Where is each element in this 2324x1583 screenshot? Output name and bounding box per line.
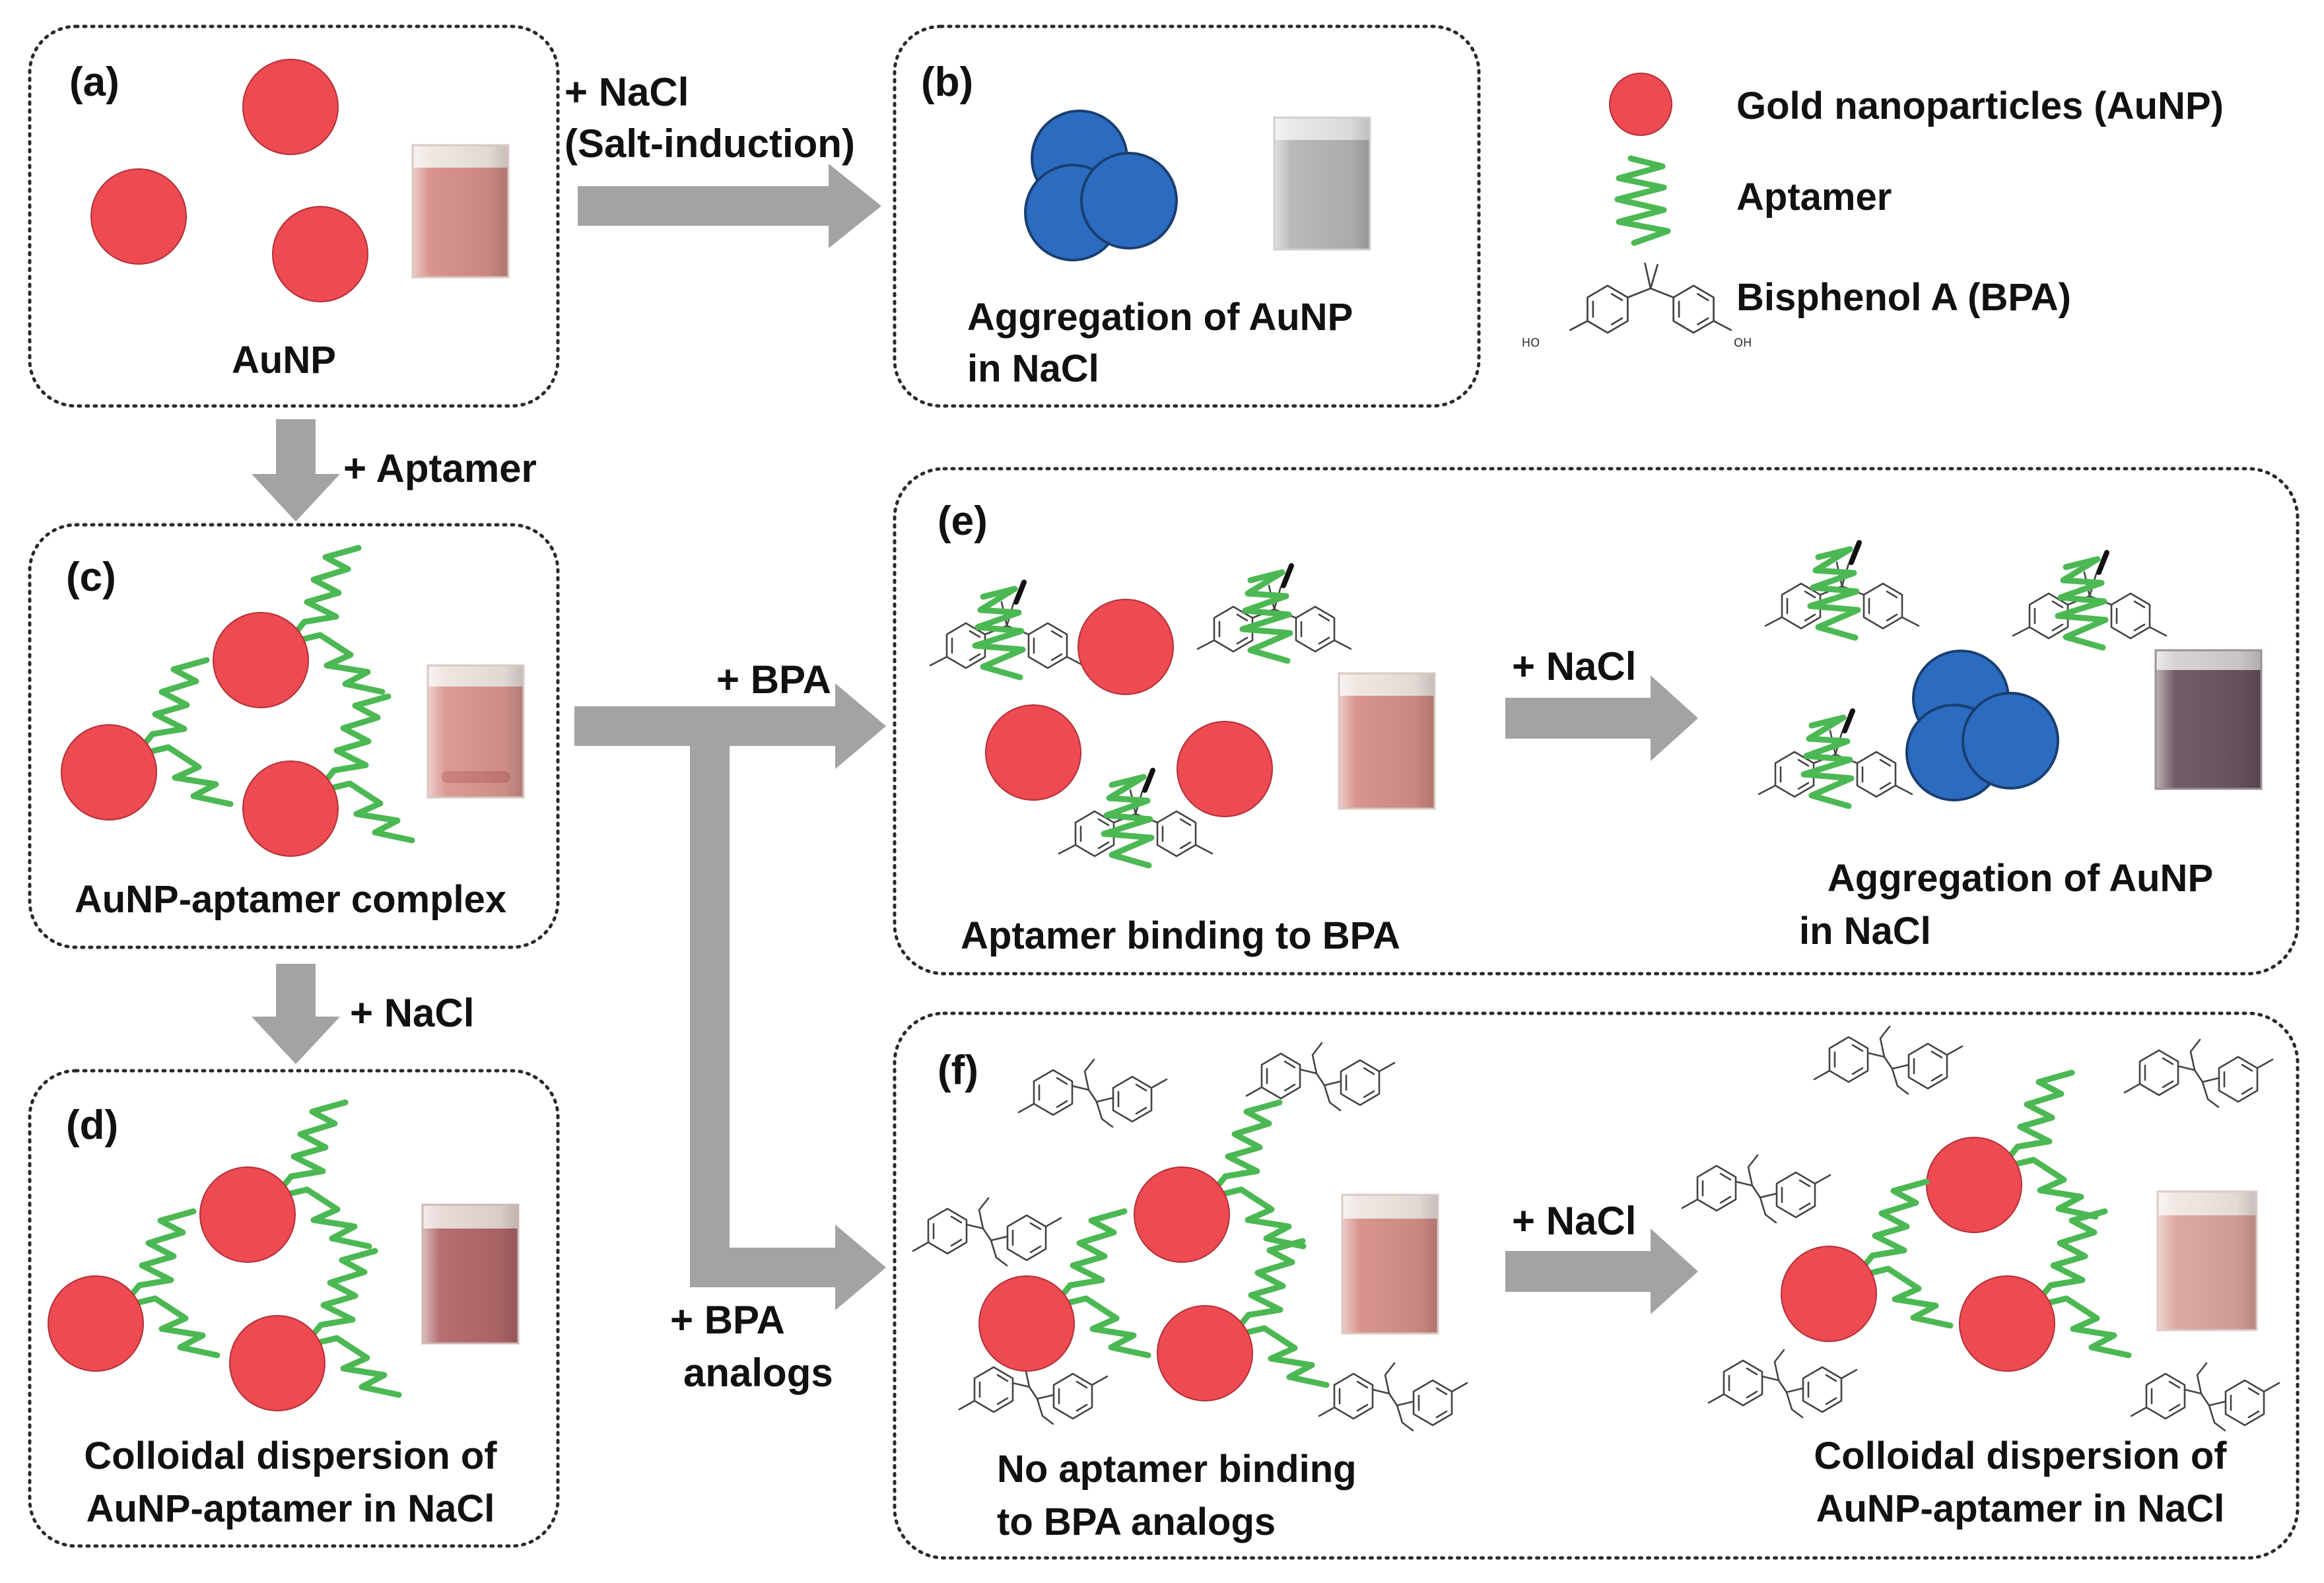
gold-nanoparticle-icon: [1609, 73, 1672, 136]
legend-label-aunp: Gold nanoparticles (AuNP): [1736, 84, 2224, 127]
arrow-c-to-d: [252, 964, 340, 1064]
panel-d-box: [28, 1069, 560, 1548]
bpa-analog-structure-icon: [1247, 1043, 1394, 1110]
aggregate-icon: [1905, 650, 2059, 801]
panel-b-caption-2: in NaCl: [967, 347, 1099, 390]
panel-e: (e) Aptamer binding to BPA Aggregation o…: [930, 498, 2263, 957]
svg-text:OH: OH: [1734, 336, 1752, 350]
arrow-a-to-b-label-2: (Salt-induction): [564, 121, 855, 166]
panel-f-box: [893, 1011, 2300, 1560]
bisphenol-a-structure-icon: HO OH: [1522, 263, 1752, 350]
panel-c-caption: AuNP-aptamer complex: [75, 878, 506, 921]
bpa-analog-structure-icon: [2125, 1040, 2273, 1107]
panel-b-letter: (b): [921, 59, 973, 105]
arrow-a-to-b: [578, 164, 881, 248]
panel-c: (c) AuNP-aptamer complex: [61, 548, 525, 921]
bpa-analog-structure-icon: [1709, 1350, 1857, 1417]
vial-red: [411, 144, 510, 279]
panel-a-caption: AuNP: [232, 339, 336, 382]
gold-nanoparticle-icon: [90, 168, 187, 265]
aunp-aptamer-icon: [48, 1211, 217, 1371]
aunp-aptamer-icon: [1134, 1102, 1303, 1262]
legend-label-aptamer: Aptamer: [1736, 176, 1892, 219]
panel-f-right-caption-2: AuNP-aptamer in NaCl: [1816, 1487, 2225, 1530]
arrow-c-to-f-label-2: analogs: [683, 1351, 833, 1395]
panel-a: (a) AuNP: [69, 59, 510, 382]
panel-f-left-caption-2: to BPA analogs: [997, 1500, 1276, 1543]
aunp-aptamer-icon: [1927, 1073, 2096, 1232]
bpa-analog-structure-icon: [913, 1198, 1061, 1265]
panel-e-arrow-label: + NaCl: [1512, 644, 1636, 689]
legend: Gold nanoparticles (AuNP) Aptamer HO OH …: [1522, 73, 2224, 350]
panel-c-box: [28, 523, 560, 949]
aunp-aptamer-icon: [230, 1251, 399, 1411]
panel-f: (f) No aptamer binding to BPA analogs: [913, 1027, 2279, 1543]
panel-e-right-caption-1: Aggregation of AuNP: [1828, 857, 2213, 900]
panel-a-box: [28, 24, 560, 408]
aptamer-bpa-complex-icon: [2013, 553, 2166, 648]
aunp-aptamer-icon: [200, 1102, 369, 1262]
legend-label-bpa: Bisphenol A (BPA): [1736, 276, 2071, 319]
panel-e-box: [893, 467, 2300, 976]
arrow-c-branch: [574, 683, 886, 1310]
aunp-aptamer-icon: [61, 660, 230, 820]
gold-nanoparticle-icon: [985, 704, 1081, 801]
panel-e-letter: (e): [938, 498, 988, 544]
panel-f-arrow-label: + NaCl: [1512, 1199, 1636, 1243]
panel-b-caption-1: Aggregation of AuNP: [967, 296, 1353, 339]
aunp-aptamer-icon: [979, 1211, 1148, 1371]
vial-purple: [2154, 649, 2263, 790]
vial-red: [421, 1203, 520, 1345]
panel-f-right-caption-1: Colloidal dispersion of: [1814, 1434, 2227, 1477]
bpa-analog-structure-icon: [1682, 1155, 1830, 1223]
arrow-a-to-b-label-1: + NaCl: [564, 70, 689, 114]
gold-nanoparticle-icon: [1177, 721, 1273, 817]
panel-d-caption-2: AuNP-aptamer in NaCl: [86, 1487, 495, 1530]
aunp-aptamer-icon: [1960, 1211, 2129, 1371]
gold-nanoparticle-icon: [242, 59, 339, 155]
arrow-f-nacl: [1505, 1229, 1698, 1314]
svg-text:HO: HO: [1522, 336, 1540, 350]
vial-grey: [1273, 116, 1371, 251]
arrow-c-to-f-label-1: + BPA: [670, 1298, 785, 1342]
bpa-analog-structure-icon: [1319, 1363, 1467, 1431]
vial-red: [427, 664, 525, 799]
bpa-analog-structure-icon: [1814, 1027, 1962, 1094]
aunp-aptamer-icon: [1157, 1241, 1326, 1401]
panel-d: (d) Colloidal dispersion of AuNP-aptamer…: [48, 1102, 520, 1530]
bpa-analog-structure-icon: [1019, 1060, 1167, 1127]
panel-e-left-caption: Aptamer binding to BPA: [961, 914, 1400, 957]
arrow-c-to-d-label: + NaCl: [350, 991, 474, 1035]
bpa-analog-structure-icon: [2131, 1363, 2279, 1431]
panel-d-caption-1: Colloidal dispersion of: [84, 1434, 497, 1477]
vial-red: [2156, 1190, 2258, 1331]
aunp-aptamer-icon: [213, 548, 382, 708]
panel-f-letter: (f): [938, 1048, 978, 1093]
panel-a-letter: (a): [69, 59, 120, 105]
panel-c-letter: (c): [66, 555, 116, 600]
arrow-a-to-c-label: + Aptamer: [343, 446, 537, 490]
panel-b-box: [893, 24, 1481, 408]
arrow-c-to-e-label: + BPA: [716, 657, 831, 702]
panel-e-right-caption-2: in NaCl: [1799, 910, 1931, 953]
panel-b: (b) Aggregation of AuNP in NaCl: [921, 59, 1371, 390]
arrow-e-nacl: [1505, 675, 1698, 761]
panel-d-letter: (d): [66, 1102, 118, 1148]
aptamer-bpa-complex-icon: [930, 582, 1083, 677]
arrow-a-to-c: [252, 419, 340, 522]
gold-nanoparticle-icon: [1077, 599, 1174, 695]
aunp-aptamer-icon: [243, 696, 412, 856]
aptamer-bpa-complex-icon: [1198, 566, 1351, 661]
gold-nanoparticle-icon: [272, 206, 368, 302]
panel-f-left-caption-1: No aptamer binding: [997, 1448, 1357, 1491]
aptamer-bpa-complex-icon: [1765, 543, 1919, 638]
vial-red: [1338, 672, 1436, 810]
aptamer-bpa-complex-icon: [1759, 711, 1912, 806]
aggregate-icon: [1024, 110, 1178, 261]
aptamer-icon: [1614, 155, 1671, 246]
vial-red: [1341, 1194, 1439, 1335]
